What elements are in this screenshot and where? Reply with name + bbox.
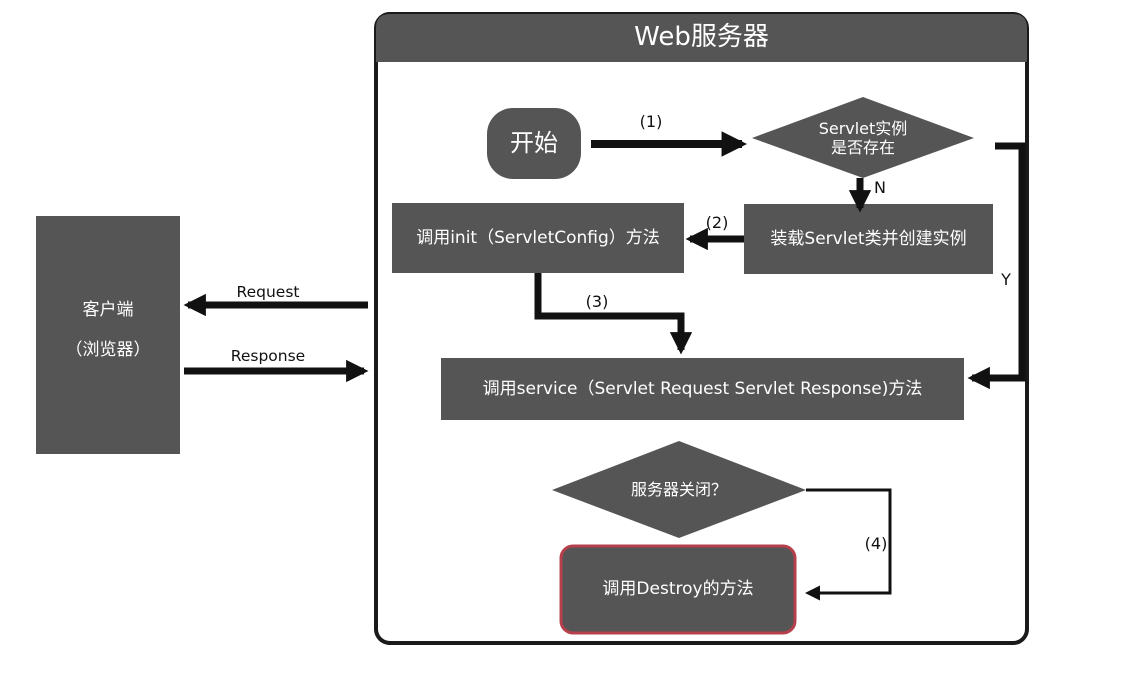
arrow-yes <box>967 142 1026 390</box>
client-box <box>36 216 180 454</box>
step1-label: (1) <box>639 112 663 132</box>
exists-label-line2: 是否存在 <box>830 138 895 157</box>
start-node <box>487 108 581 179</box>
shutdown-label: 服务器关闭？ <box>630 480 727 500</box>
service-label: 调用service（Servlet Request Servlet Respon… <box>482 378 923 399</box>
exists-decision <box>752 97 974 178</box>
response-label: Response <box>230 346 306 365</box>
step2-label: (2) <box>705 213 729 233</box>
shutdown-decision <box>552 441 806 538</box>
init-node <box>392 203 684 273</box>
exists-label-line1: Servlet实例 <box>818 118 908 138</box>
arrow-step4 <box>805 488 892 601</box>
server-header <box>376 14 1027 62</box>
step4-label: (4) <box>864 534 888 554</box>
service-node <box>441 358 964 420</box>
arrow-step3 <box>534 273 693 355</box>
init-label: 调用init（ServletConfig）方法 <box>416 227 660 248</box>
destroy-node <box>559 544 797 635</box>
destroy-label: 调用Destroy的方法 <box>602 579 754 600</box>
load-label: 装载Servlet类并创建实例 <box>770 228 967 249</box>
start-label: 开始 <box>510 129 558 158</box>
load-node <box>744 204 993 274</box>
yes-label: Y <box>1001 270 1011 290</box>
client-label: 客户端 （浏览器） <box>36 280 180 380</box>
no-label: N <box>874 178 886 198</box>
request-label: Request <box>236 282 300 301</box>
step3-label: (3) <box>585 292 609 312</box>
client-label-line1: 客户端 <box>82 299 134 320</box>
exists-label: Servlet实例 是否存在 <box>772 112 954 164</box>
client-label-line2: （浏览器） <box>65 340 151 360</box>
server-title: Web服务器 <box>634 22 769 53</box>
